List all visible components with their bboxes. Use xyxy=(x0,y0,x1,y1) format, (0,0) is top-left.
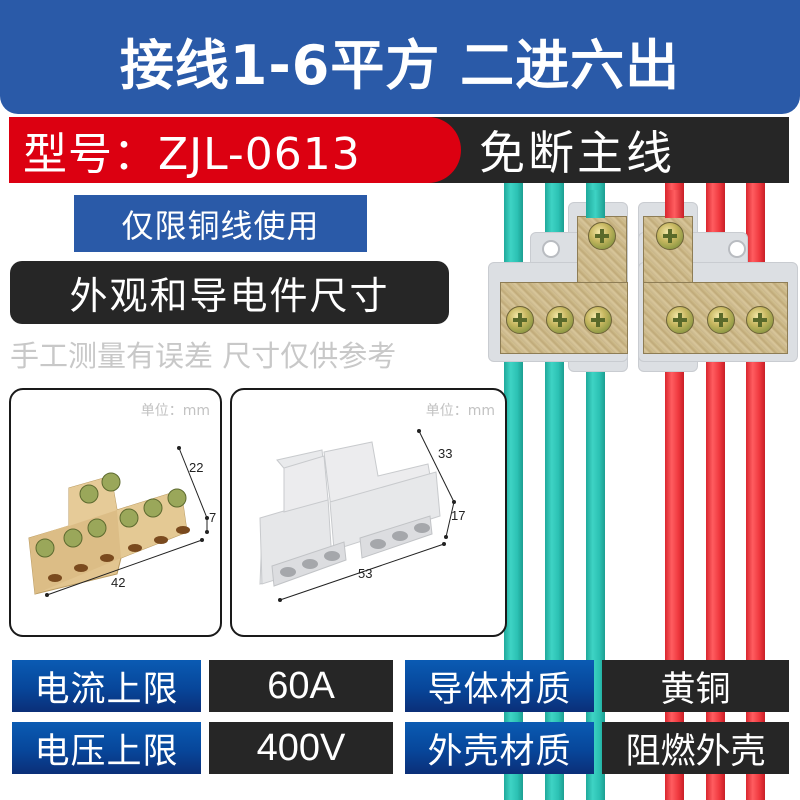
spec-value-current: 60A xyxy=(209,660,393,712)
spec-label-current: 电流上限 xyxy=(12,660,201,712)
mount-hole-icon xyxy=(728,240,746,258)
screw-icon xyxy=(746,306,774,334)
brass-dimension-card: 单位：mm 42 22 7 xyxy=(9,388,222,637)
connector-product-photo xyxy=(480,190,800,380)
copper-only-badge: 仅限铜线使用 xyxy=(74,195,367,252)
spec-label-voltage: 电压上限 xyxy=(12,722,201,774)
screw-icon xyxy=(584,306,612,334)
measurement-disclaimer: 手工测量有误差 尺寸仅供参考 xyxy=(10,339,397,373)
model-band: 型号：ZJL-0613 免断主线 xyxy=(9,117,789,183)
depth-dimension: 33 xyxy=(438,446,453,461)
housing-dimension-card: 单位：mm 53 33 17 xyxy=(230,388,507,637)
width-dimension: 53 xyxy=(358,566,373,581)
screw-icon xyxy=(656,222,684,250)
dimensions-title: 外观和导电件尺寸 xyxy=(10,261,449,324)
height-dimension: 17 xyxy=(451,508,466,523)
feature-label: 免断主线 xyxy=(479,126,675,180)
spec-value-housing: 阻燃外壳 xyxy=(602,722,789,774)
screw-icon xyxy=(546,306,574,334)
screw-icon xyxy=(506,306,534,334)
mount-hole-icon xyxy=(542,240,560,258)
brass-conductor-drawing xyxy=(28,446,209,597)
spec-value-voltage: 400V xyxy=(209,722,393,774)
depth-dimension: 22 xyxy=(189,460,204,475)
housing-drawing xyxy=(259,429,456,602)
unit-label: 单位：mm xyxy=(140,403,210,419)
model-number: 型号：ZJL-0613 xyxy=(9,117,461,183)
screw-icon xyxy=(666,306,694,334)
spec-value-conductor: 黄铜 xyxy=(602,660,789,712)
width-dimension: 42 xyxy=(111,575,126,590)
screw-icon xyxy=(707,306,735,334)
spec-label-conductor: 导体材质 xyxy=(405,660,594,712)
page-title: 接线1-6平方 二进六出 xyxy=(0,0,800,114)
spec-label-housing: 外壳材质 xyxy=(405,722,594,774)
screw-icon xyxy=(588,222,616,250)
unit-label: 单位：mm xyxy=(425,403,495,419)
height-dimension: 7 xyxy=(209,510,217,525)
